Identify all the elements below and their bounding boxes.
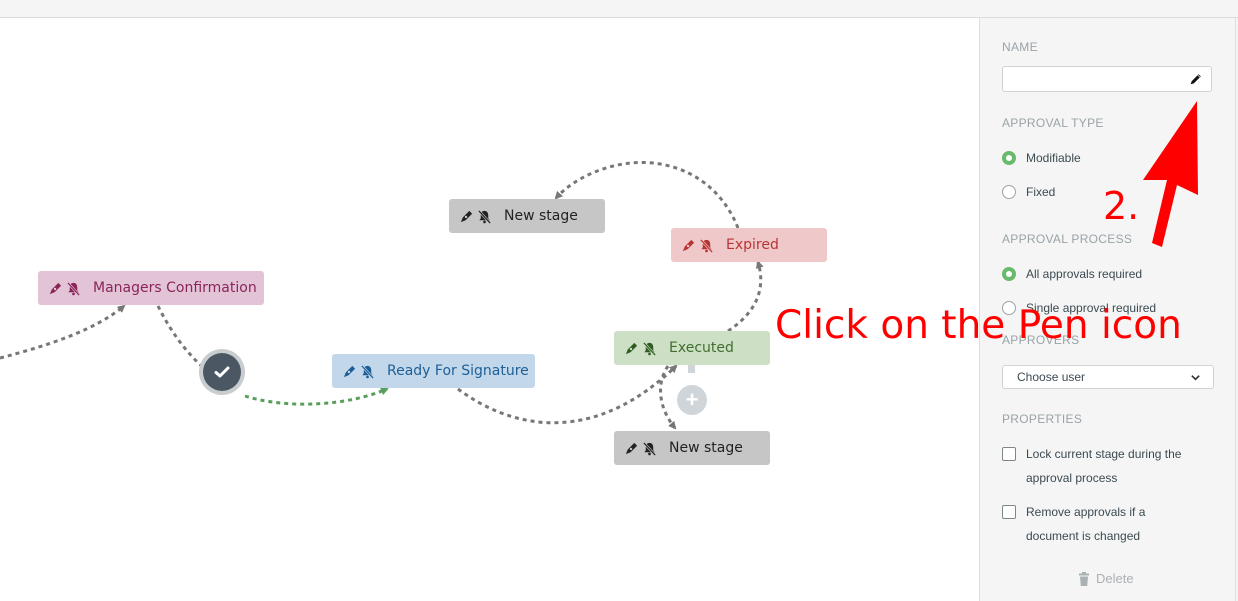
stage-executed[interactable]: Executed — [614, 331, 770, 365]
link-left-to-managers — [0, 304, 126, 360]
stage-ready-for-signature[interactable]: Ready For Signature — [332, 354, 535, 388]
annotation-step-number: 2. — [1103, 184, 1140, 228]
bell-off-icon — [699, 238, 714, 253]
option-label: Fixed — [1026, 185, 1056, 199]
select-value: Choose user — [1017, 370, 1086, 384]
check-icon — [214, 366, 230, 378]
bell-off-icon — [642, 441, 657, 456]
checkbox[interactable] — [1002, 505, 1016, 519]
checkpoint-inner — [203, 353, 241, 391]
stage-label: New stage — [504, 208, 578, 224]
top-bar — [0, 0, 1238, 18]
bell-off-icon — [360, 364, 375, 379]
approval-process-single[interactable]: Single approval required — [1002, 301, 1156, 315]
link-check-to-ready — [244, 387, 389, 406]
pen-icon — [460, 210, 473, 222]
stage-name-field[interactable] — [1002, 66, 1212, 92]
delete-button[interactable]: Delete — [1078, 571, 1134, 586]
stage-icons — [681, 238, 717, 253]
stage-label: Ready For Signature — [387, 363, 529, 379]
bell-off-icon — [66, 281, 81, 296]
name-section-label: NAME — [1002, 40, 1038, 54]
stage-label: Expired — [726, 237, 779, 253]
radio-button[interactable] — [1002, 151, 1016, 165]
option-label: Single approval required — [1026, 301, 1157, 315]
property-remove-approvals[interactable]: Remove approvals if a document is changed — [1002, 500, 1145, 548]
approval-type-modifiable[interactable]: Modifiable — [1002, 151, 1081, 165]
property-lock-stage[interactable]: Lock current stage during the approval pr… — [1002, 442, 1181, 490]
annotation-instruction: Click on the Pen icon — [775, 303, 1182, 348]
stage-new-stage-bottom[interactable]: New stage — [614, 431, 770, 465]
radio-button[interactable] — [1002, 267, 1016, 281]
radio-button[interactable] — [1002, 185, 1016, 199]
workflow-canvas[interactable]: Managers Confirmation Ready For Signatur… — [0, 18, 979, 601]
pen-icon — [682, 239, 695, 251]
pen-icon — [625, 342, 638, 354]
stage-icons — [342, 364, 378, 379]
properties-label: PROPERTIES — [1002, 412, 1083, 426]
approval-process-all[interactable]: All approvals required — [1002, 267, 1142, 281]
stage-expired[interactable]: Expired — [671, 228, 827, 262]
stage-label: New stage — [669, 440, 743, 456]
approval-type-fixed[interactable]: Fixed — [1002, 185, 1055, 199]
option-label: Modifiable — [1026, 151, 1081, 165]
link-executed-to-newbot — [659, 365, 677, 430]
stage-icons — [624, 441, 660, 456]
stage-label: Executed — [669, 340, 734, 356]
stage-managers-confirmation[interactable]: Managers Confirmation — [38, 271, 264, 305]
property-text-line: document is changed — [1026, 529, 1141, 543]
link-ready-to-executed — [457, 364, 678, 425]
delete-label: Delete — [1096, 571, 1134, 586]
stage-icons — [624, 341, 660, 356]
pen-icon — [343, 365, 356, 377]
link-expired-to-newtop — [554, 161, 740, 229]
pen-icon — [625, 442, 638, 454]
property-text: Lock current stage during the approval pr… — [1026, 442, 1181, 490]
add-stage-button[interactable]: + — [677, 385, 707, 415]
property-text-line: approval process — [1026, 471, 1118, 485]
workflow-links — [0, 161, 764, 430]
checkbox[interactable] — [1002, 447, 1016, 461]
approval-type-label: APPROVAL TYPE — [1002, 116, 1104, 130]
property-text: Remove approvals if a document is changed — [1026, 500, 1145, 548]
stage-new-stage-top[interactable]: New stage — [449, 199, 605, 233]
approvers-select[interactable]: Choose user — [1002, 365, 1214, 389]
radio-button[interactable] — [1002, 301, 1016, 315]
stage-icons — [459, 209, 495, 224]
stage-icons — [48, 281, 84, 296]
property-text-line: Lock current stage during the — [1026, 447, 1182, 461]
approval-process-label: APPROVAL PROCESS — [1002, 232, 1133, 246]
bell-off-icon — [642, 341, 657, 356]
link-executed-to-expired — [727, 260, 764, 333]
pen-icon — [49, 282, 62, 294]
property-text-line: Remove approvals if a — [1026, 505, 1146, 519]
approval-checkpoint[interactable] — [199, 349, 245, 395]
stage-properties-panel: NAME APPROVAL TYPE Modifiable Fixed APPR… — [979, 18, 1236, 601]
option-label: All approvals required — [1026, 267, 1143, 281]
chevron-down-icon — [1191, 375, 1200, 381]
approvers-label: APPROVERS — [1002, 333, 1080, 347]
trash-icon — [1079, 571, 1089, 586]
bell-off-icon — [477, 209, 492, 224]
pen-icon[interactable] — [1189, 72, 1203, 86]
stage-label: Managers Confirmation — [93, 280, 257, 296]
